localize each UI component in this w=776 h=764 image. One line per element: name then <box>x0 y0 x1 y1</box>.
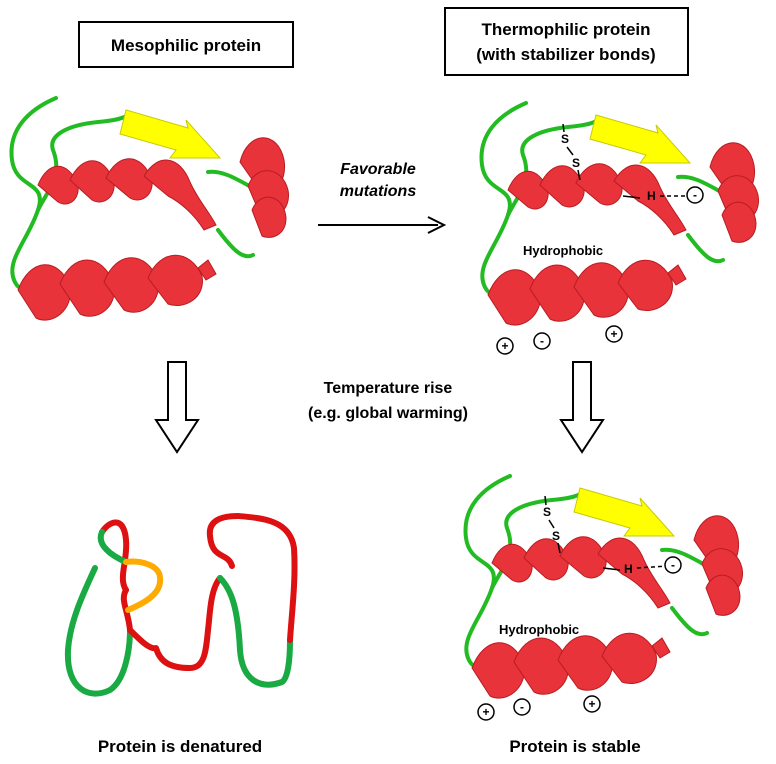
sulfur-atom-1: S <box>561 132 569 146</box>
mutations-label-line2: mutations <box>340 183 417 200</box>
plus-charge-bottom-2: + <box>588 697 595 711</box>
mutation-arrow <box>318 216 447 234</box>
mesophilic-title: Mesophilic protein <box>111 36 261 55</box>
minus-charge-top-2: - <box>540 334 544 348</box>
hydrogen-atom-2: H <box>624 562 633 576</box>
stable-bonds: S S H - Hydrophobic + - + <box>477 495 682 721</box>
thermophilic-title-box <box>444 7 689 76</box>
thermophilic-title-line1: Thermophilic protein <box>481 20 650 39</box>
thermophilic-bonds: S S H - Hydrophobic + - + <box>496 123 704 355</box>
minus-charge-bottom-2: - <box>520 700 524 714</box>
caption-denatured: Protein is denatured <box>98 737 262 756</box>
stable-protein <box>463 474 745 701</box>
hydrogen-atom: H <box>647 189 656 203</box>
mutations-label-line1: Favorable <box>340 161 416 178</box>
thermophilic-title-line2: (with stabilizer bonds) <box>476 45 655 64</box>
hydrophobic-label-bottom: Hydrophobic <box>499 622 579 637</box>
plus-charge-top-2: + <box>610 327 617 341</box>
hydrophobic-label-top: Hydrophobic <box>523 243 603 258</box>
temperature-label-line1: Temperature rise <box>324 380 453 397</box>
sulfur-atom-4: S <box>552 529 560 543</box>
mesophilic-protein <box>9 96 291 323</box>
sulfur-atom-3: S <box>543 505 551 519</box>
minus-charge-top-1: - <box>693 188 697 202</box>
left-down-arrow <box>154 361 200 454</box>
plus-charge-bottom-1: + <box>482 705 489 719</box>
temperature-label-line2: (e.g. global warming) <box>308 405 468 422</box>
mesophilic-title-box <box>78 21 294 68</box>
plus-charge-top-1: + <box>501 339 508 353</box>
minus-charge-bottom-1: - <box>671 558 675 572</box>
denatured-protein <box>64 513 298 697</box>
thermophilic-protein <box>479 101 761 328</box>
right-down-arrow <box>559 361 605 454</box>
caption-stable: Protein is stable <box>509 737 640 756</box>
sulfur-atom-2: S <box>572 156 580 170</box>
